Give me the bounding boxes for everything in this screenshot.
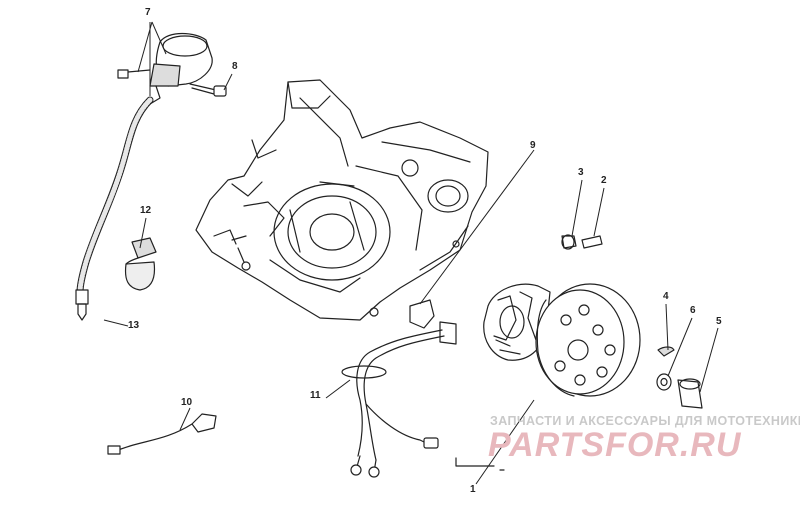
callout-12: 12	[140, 205, 152, 216]
callout-10: 10	[181, 397, 193, 408]
ignition-coil	[117, 32, 213, 105]
watermark-caption: ЗАПЧАСТИ И АКСЕССУАРЫ ДЛЯ МОТОТЕХНИКИ	[490, 414, 800, 428]
callout-1: 1	[470, 484, 476, 495]
callout-3: 3	[578, 167, 584, 178]
callout-6: 6	[690, 305, 696, 316]
coil-bolt	[189, 83, 227, 97]
flywheel	[535, 283, 641, 397]
callout-2: 2	[601, 175, 607, 186]
gasket	[409, 299, 457, 345]
callout-9: 9	[530, 140, 536, 151]
callout-7: 7	[145, 7, 151, 18]
small-hardware	[561, 234, 703, 409]
leader-lines	[103, 21, 719, 485]
watermark-logo: PARTSFOR.RU	[488, 426, 742, 464]
callout-5: 5	[716, 316, 722, 327]
assembly-bracket	[455, 457, 505, 471]
callout-11: 11	[310, 390, 321, 401]
spark-plug-cap	[124, 237, 157, 291]
crankcase	[195, 79, 489, 321]
callout-4: 4	[663, 291, 669, 302]
callout-13: 13	[128, 320, 140, 331]
stator	[483, 283, 551, 361]
small-wire	[107, 413, 217, 455]
wiring-harness	[341, 329, 445, 478]
callout-8: 8	[232, 61, 238, 72]
ht-lead	[76, 96, 154, 296]
spark-plug	[75, 289, 89, 321]
